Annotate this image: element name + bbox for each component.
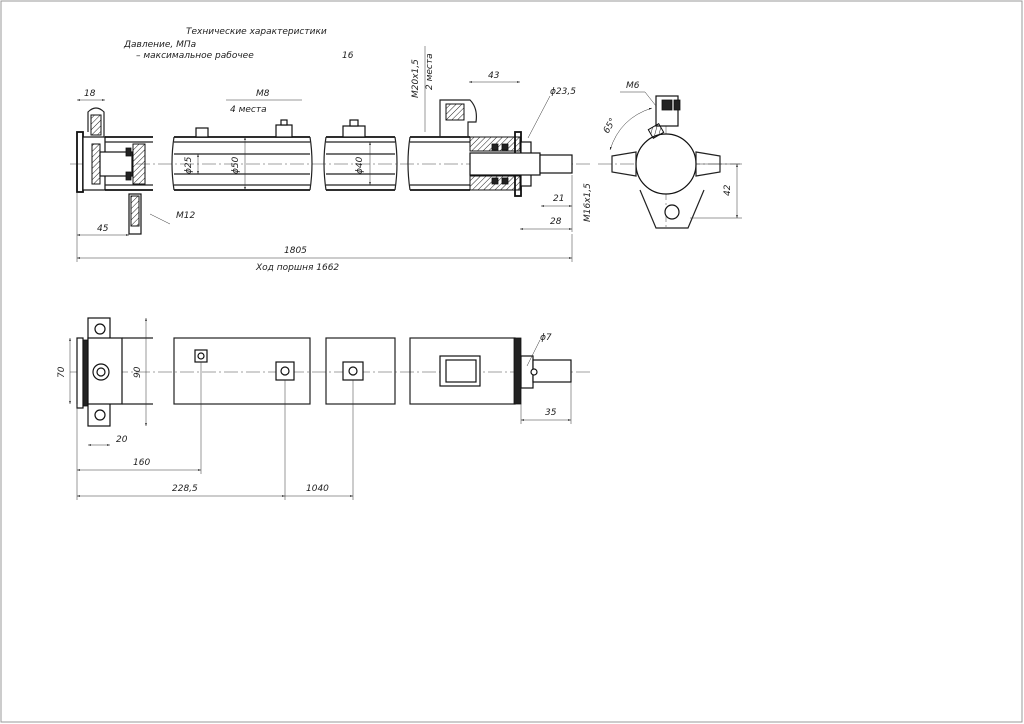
- dim-m8: M8: [256, 89, 270, 99]
- side-view: M6 65° 42: [598, 81, 742, 230]
- dim-28: 28: [550, 217, 562, 227]
- dim-90: 90: [133, 366, 143, 378]
- rod-thread: [539, 154, 573, 174]
- dim-m8-count: 4 места: [230, 105, 267, 115]
- dim-70: 70: [57, 366, 67, 378]
- dim-42: 42: [723, 184, 733, 196]
- dim-phi23-5: ϕ23,5: [550, 87, 576, 97]
- plan-tube-2: [173, 337, 311, 405]
- dim-phi50: ϕ50: [231, 156, 241, 174]
- side-lug: [639, 189, 705, 229]
- spec-pressure-label: Давление, МПа: [123, 40, 196, 50]
- dim-m6: M6: [626, 81, 640, 91]
- cylinder-section-view: 18 M8 4 места M20x1,5 2 места 43 ϕ23,5 ϕ…: [70, 46, 593, 273]
- dim-1805: 1805: [284, 246, 307, 256]
- dim-20: 20: [116, 435, 128, 445]
- dim-18: 18: [84, 89, 96, 99]
- dim-angle: 65°: [602, 117, 619, 136]
- dim-phi40: ϕ40: [355, 156, 365, 174]
- plan-view: 70 90 20 160 228,5 1040 ϕ7 35: [57, 317, 590, 500]
- specifications-block: Технические характеристики Давление, МПа…: [123, 27, 354, 61]
- dim-43: 43: [488, 71, 500, 81]
- tube-segment-2: [171, 119, 313, 191]
- piston-rod: [469, 152, 541, 176]
- spec-heading: Технические характеристики: [186, 27, 327, 37]
- spec-max-working-label: – максимальное рабочее: [136, 51, 254, 61]
- rear-flange: [76, 131, 84, 193]
- port-fitting: [439, 99, 477, 137]
- dim-45: 45: [97, 224, 109, 234]
- dim-1040: 1040: [306, 484, 329, 494]
- dim-m12: M12: [176, 211, 195, 221]
- dim-m20: M20x1,5: [411, 59, 421, 98]
- plan-rod: [532, 359, 572, 383]
- dim-35: 35: [545, 408, 557, 418]
- rear-ear-hatch: [90, 114, 102, 136]
- dim-m16: M16x1,5: [583, 183, 593, 222]
- dim-160: 160: [133, 458, 150, 468]
- stroke-label: Ход поршня 1662: [255, 263, 339, 273]
- plan-tube-3: [325, 337, 396, 405]
- dim-m20-count: 2 места: [425, 53, 435, 90]
- rear-mount-ear: [87, 107, 105, 137]
- dim-228-5: 228,5: [172, 484, 198, 494]
- tube-segment-3: [323, 119, 398, 191]
- spec-max-working-value: 16: [342, 51, 354, 61]
- plan-rear-flange: [76, 337, 84, 409]
- piston-body: [91, 143, 101, 185]
- dim-phi25: ϕ25: [184, 156, 194, 174]
- dim-21: 21: [553, 194, 564, 204]
- tube-segment-4: [407, 99, 573, 197]
- side-barrel: [635, 133, 697, 195]
- side-lug-hole: [664, 204, 680, 220]
- dim-phi7: ϕ7: [540, 333, 552, 343]
